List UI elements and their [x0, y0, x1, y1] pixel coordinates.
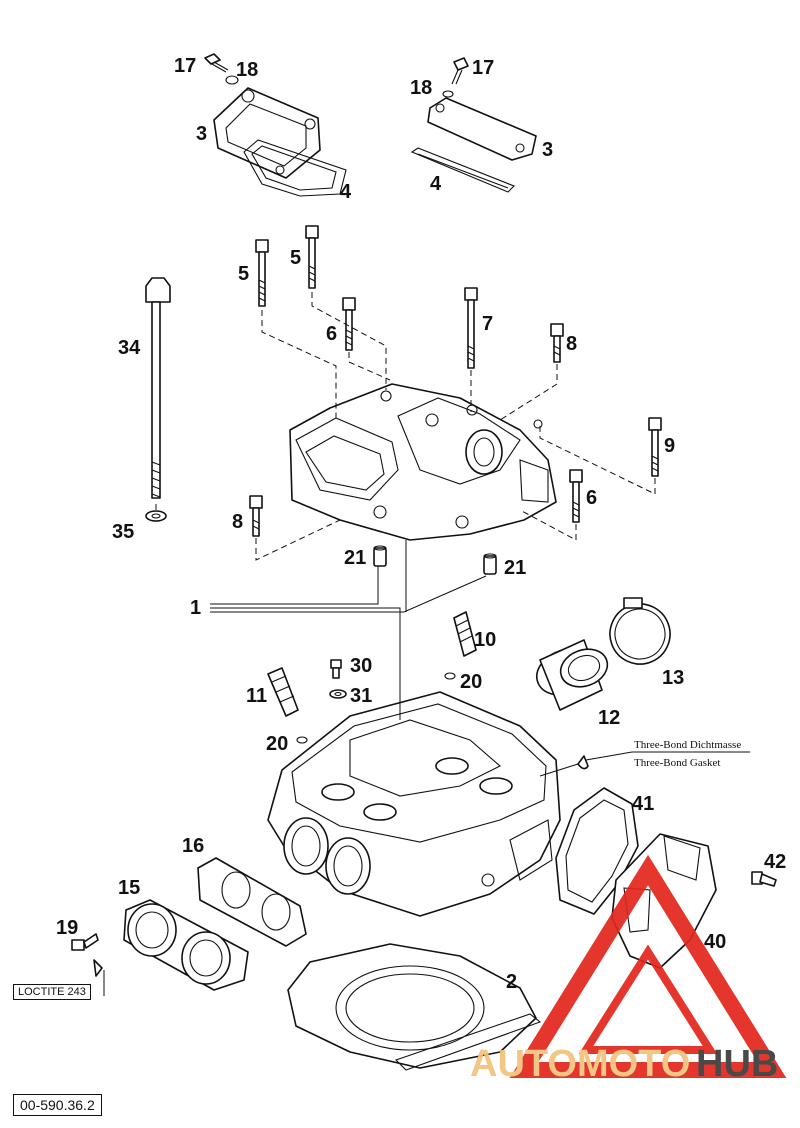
washer-31 [329, 689, 347, 699]
callout-4-right: 4 [430, 173, 442, 195]
logo-text-auto: AUTOMOTO [470, 1043, 690, 1085]
valve-guide-10 [453, 611, 477, 657]
callout-7: 7 [482, 313, 493, 335]
callout-10: 10 [474, 629, 496, 651]
callout-20-b: 20 [266, 733, 288, 755]
valve-cover-gasket-left [243, 139, 347, 197]
callout-31: 31 [350, 685, 372, 707]
assembly-lines [155, 292, 656, 561]
callout-41: 41 [632, 793, 654, 815]
washer-18-left [225, 75, 239, 85]
stud-34 [145, 277, 171, 499]
callout-34: 34 [118, 337, 141, 359]
logo-text-hub: HUB [696, 1043, 778, 1085]
bolt-42 [751, 871, 777, 887]
bolt-8-b [249, 495, 263, 537]
callout-21-a: 21 [344, 547, 366, 569]
dowel-pin-21-a [373, 545, 387, 567]
washer-35 [145, 510, 167, 522]
callout-6-a: 6 [326, 323, 337, 345]
callout-13: 13 [662, 667, 684, 689]
automotohub-logo: AUTOMOTO HUB [470, 854, 787, 1085]
cylinder-head [267, 691, 561, 917]
callout-18-right: 18 [410, 77, 432, 99]
bolt-17-right [451, 57, 469, 85]
hose-clamp-13 [609, 597, 671, 665]
intake-boot-12 [536, 639, 609, 711]
callout-5-b: 5 [290, 247, 301, 269]
diagram-reference-code: 00-590.36.2 [13, 1094, 102, 1116]
exhaust-flange-15 [123, 899, 249, 991]
bolt-6-a [342, 297, 356, 351]
bolt-5-b [305, 225, 319, 289]
leader-lines [103, 540, 633, 996]
callout-16: 16 [182, 835, 204, 857]
sealant-drop [577, 755, 589, 770]
callout-2: 2 [506, 971, 517, 993]
bolt-8-a [550, 323, 564, 363]
bolt-6-b [569, 469, 583, 523]
callout-5-a: 5 [238, 263, 249, 285]
bolt-19 [71, 933, 103, 977]
head-gasket-2 [287, 943, 542, 1071]
valve-cover-gasket-right [410, 147, 515, 193]
washer-18-right [442, 90, 454, 98]
callout-18-left: 18 [236, 59, 258, 81]
callout-6-b: 6 [586, 487, 597, 509]
callout-1: 1 [190, 597, 201, 619]
callout-12: 12 [598, 707, 620, 729]
callout-4-left: 4 [340, 181, 352, 203]
screw-30 [330, 659, 342, 679]
callout-15: 15 [118, 877, 140, 899]
callout-30: 30 [350, 655, 372, 677]
valve-cover-right [427, 97, 537, 161]
three-bond-note-en: Three-Bond Gasket [634, 757, 720, 769]
callout-40: 40 [704, 931, 726, 953]
callout-9: 9 [664, 435, 675, 457]
bolt-5-a [255, 239, 269, 307]
callout-17-right: 17 [472, 57, 494, 79]
callout-3-left: 3 [196, 123, 207, 145]
camshaft-carrier [289, 383, 557, 541]
bolt-9 [648, 417, 662, 477]
exhaust-gasket-16 [197, 857, 307, 947]
three-bond-note-de: Three-Bond Dichtmasse [634, 739, 741, 751]
callout-21-b: 21 [504, 557, 526, 579]
dowel-pin-21-b [483, 553, 497, 575]
callout-35: 35 [112, 521, 134, 543]
valve-guide-11 [267, 667, 299, 717]
callout-8-a: 8 [566, 333, 577, 355]
callout-3-right: 3 [542, 139, 553, 161]
bolt-17-left [204, 53, 229, 73]
callout-42: 42 [764, 851, 786, 873]
bolt-7 [464, 287, 478, 369]
callout-11: 11 [246, 685, 267, 707]
seal-20-b [296, 736, 308, 744]
callout-8-b: 8 [232, 511, 243, 533]
callout-17-left: 17 [174, 55, 196, 77]
seal-20-a [444, 672, 456, 680]
callout-19: 19 [56, 917, 78, 939]
loctite-note: LOCTITE 243 [13, 984, 91, 1000]
callout-20-a: 20 [460, 671, 482, 693]
valve-cover-left [213, 87, 321, 179]
